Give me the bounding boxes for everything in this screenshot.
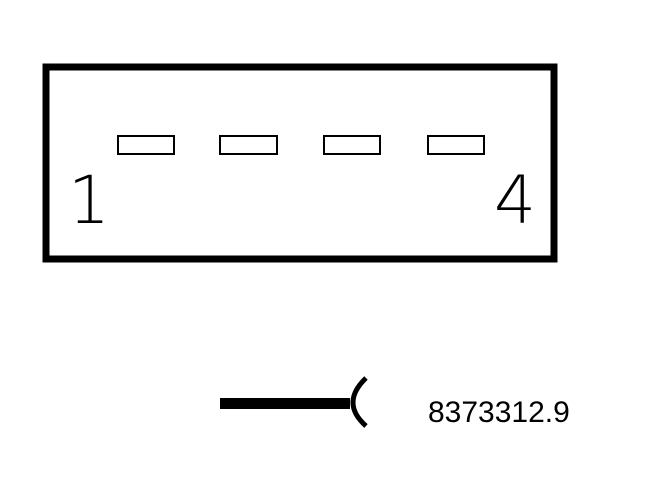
- pin-cavity-4: [427, 135, 485, 155]
- wire-connector-icon: [220, 376, 368, 428]
- first-pin-label: 1: [68, 162, 110, 239]
- pin-cavity-1: [117, 135, 175, 155]
- wire-line: [220, 398, 350, 409]
- part-number: 8373312.9: [428, 396, 570, 429]
- last-pin-label: 4: [494, 162, 536, 239]
- connector-housing: [42, 63, 558, 263]
- connector-cup: [350, 376, 368, 428]
- pin-cavity-2: [219, 135, 278, 155]
- pin-cavities: [117, 135, 485, 155]
- pin-cavity-3: [323, 135, 381, 155]
